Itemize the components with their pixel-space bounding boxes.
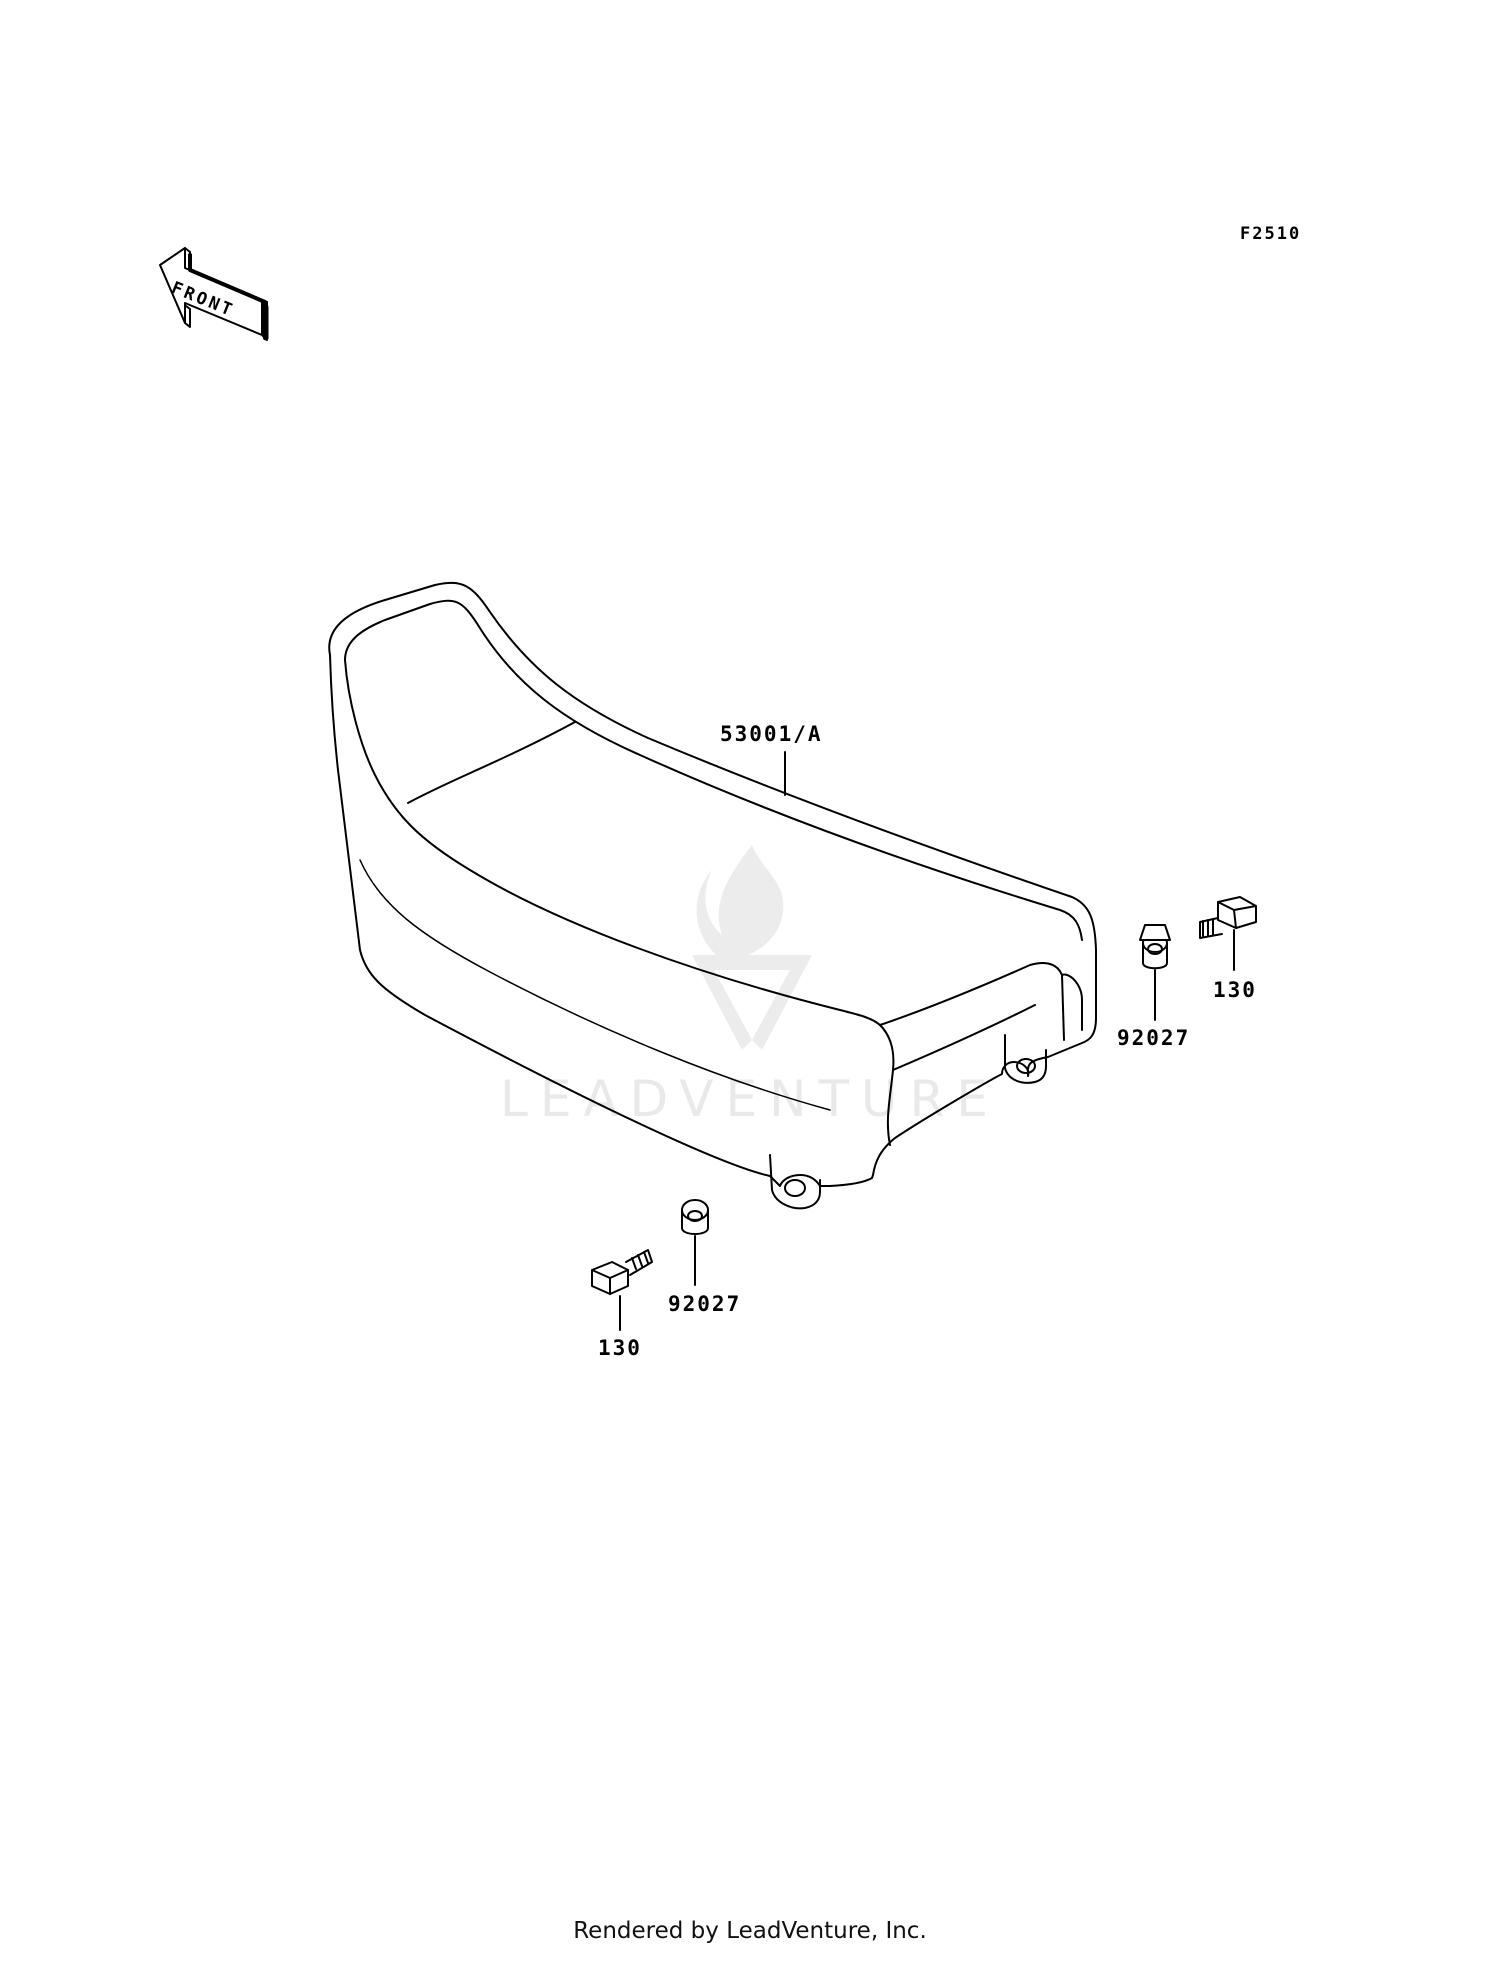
front-arrow-icon — [159, 247, 269, 341]
collar-left-icon — [681, 1199, 709, 1235]
callout-bolt-right[interactable]: 130 — [1213, 978, 1257, 1002]
callout-collar-left[interactable]: 92027 — [668, 1292, 742, 1316]
leadventure-logo-icon — [692, 845, 812, 1050]
figure-code: F2510 — [1240, 224, 1302, 244]
callout-bolt-left[interactable]: 130 — [598, 1336, 642, 1360]
watermark-text: LEADVENTURE — [500, 1070, 1000, 1128]
callout-collar-right[interactable]: 92027 — [1117, 1026, 1191, 1050]
callout-seat[interactable]: 53001/A — [720, 722, 823, 746]
bolt-right-icon — [1199, 896, 1257, 939]
footer-credit: Rendered by LeadVenture, Inc. — [573, 1918, 927, 1944]
seat-outline — [328, 581, 1097, 1210]
collar-right-icon — [1139, 924, 1171, 970]
bolt-left-icon — [591, 1249, 653, 1295]
